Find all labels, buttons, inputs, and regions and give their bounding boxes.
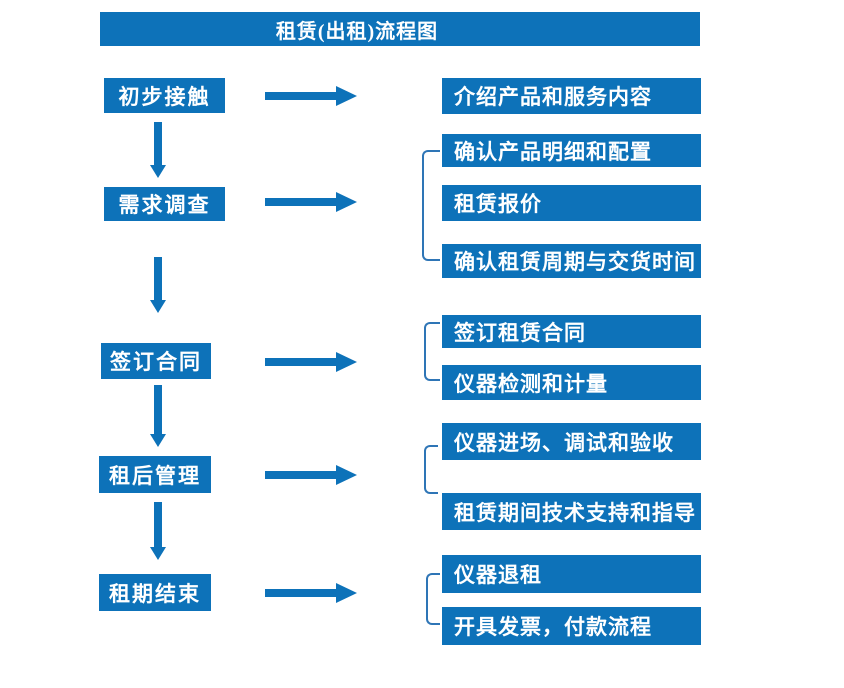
detail-box-confirm-product-details: 确认产品明细和配置 [442, 134, 701, 167]
flowchart-title: 租赁(出租)流程图 [100, 12, 700, 46]
detail-box-rental-quote: 租赁报价 [442, 185, 701, 221]
arrow-down-icon [150, 502, 166, 560]
arrow-down-icon [150, 122, 166, 178]
group-bracket [424, 445, 438, 494]
stage-box-lease-end: 租期结束 [99, 574, 211, 611]
detail-box-instrument-testing: 仪器检测和计量 [442, 365, 701, 400]
arrow-right-icon [265, 192, 357, 212]
arrow-right-icon [265, 583, 357, 603]
detail-box-tech-support: 租赁期间技术支持和指导 [442, 493, 701, 530]
stage-box-demand-survey: 需求调查 [104, 187, 225, 221]
detail-box-invoice-payment: 开具发票，付款流程 [442, 607, 701, 645]
detail-box-instrument-entry: 仪器进场、调试和验收 [442, 423, 701, 460]
stage-box-initial-contact: 初步接触 [104, 78, 225, 113]
stage-box-post-rental-management: 租后管理 [99, 456, 211, 493]
detail-box-confirm-lease-period: 确认租赁周期与交货时间 [442, 244, 701, 278]
arrow-right-icon [265, 465, 357, 485]
group-bracket [422, 150, 440, 261]
detail-box-introduce-products: 介绍产品和服务内容 [442, 78, 701, 114]
group-bracket [426, 573, 440, 625]
detail-box-sign-lease-contract: 签订租赁合同 [442, 315, 701, 348]
arrow-down-icon [150, 257, 166, 313]
stage-box-sign-contract: 签订合同 [101, 343, 211, 379]
arrow-down-icon [150, 385, 166, 447]
group-bracket [424, 322, 440, 381]
arrow-right-icon [265, 86, 357, 106]
detail-box-instrument-return: 仪器退租 [442, 555, 701, 593]
arrow-right-icon [265, 352, 357, 372]
